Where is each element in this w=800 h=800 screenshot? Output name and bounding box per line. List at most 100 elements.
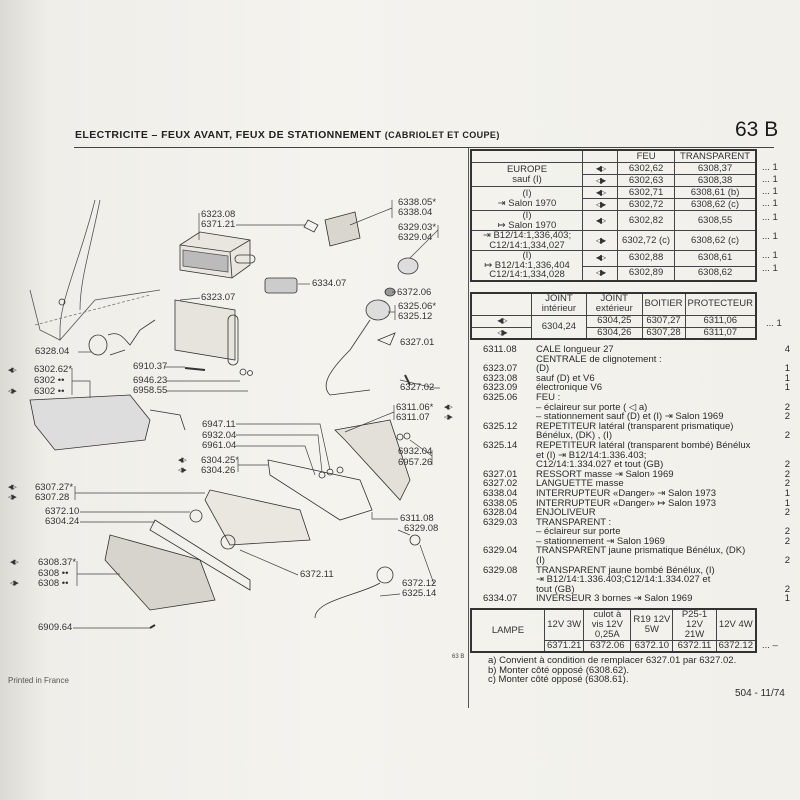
qty: ... 1 — [762, 162, 778, 173]
right-side-icon: ◁▶ — [178, 467, 187, 474]
part-label: 6323.08 — [201, 209, 236, 220]
feu-ref: 6302,88 — [616, 250, 676, 267]
part-code: 6325.14 — [483, 439, 518, 451]
part-qty: 1 — [784, 372, 790, 384]
footnote: b) Monter côté opposé (6308.62). — [488, 664, 630, 676]
part-description: LANGUETTE masse — [536, 478, 624, 490]
part-label: 6329.04 — [398, 232, 433, 243]
page-number: 63 B — [735, 118, 779, 141]
qty: ... 1 — [766, 318, 782, 329]
col-transparent: TRANSPARENT — [674, 149, 757, 163]
left-side-icon: ◀▷ — [444, 404, 453, 411]
part-description: – éclaireur sur porte ( ◁ a) — [536, 401, 648, 413]
cell: 6311,07 — [684, 326, 757, 340]
lamp-lens-6308 — [104, 534, 216, 611]
part-label: 6947.11 — [202, 419, 236, 430]
right-side-icon: ◁▶ — [8, 494, 17, 501]
gasket — [267, 459, 373, 521]
part-label: 6338.04 — [398, 207, 433, 218]
part-qty: 1 — [784, 497, 790, 509]
list-item: ⇥ B12/14:1.336.403;C12/14:1.334.027 et — [470, 575, 800, 585]
right-side-icon: ◁▶ — [582, 230, 618, 251]
list-item: tout (GB) 2 — [470, 585, 800, 595]
part-description: et (I) ⇥ B12/14:1.336.403; — [536, 449, 647, 461]
lamp-ref: 6372.06 — [583, 640, 632, 653]
part-qty: 2 — [784, 583, 790, 595]
part-description: RESSORT masse ⇥ Salon 1969 — [536, 468, 674, 480]
transparent-ref: 6308,61 — [674, 250, 757, 267]
footnotes: a) Convient à condition de remplacer 632… — [488, 656, 736, 685]
lamp-table: LAMPE 12V 3W culot à vis 12V 0,25A R19 1… — [470, 608, 757, 653]
part-label: 6304.26 — [201, 465, 236, 476]
part-description: tout (GB) — [536, 583, 575, 595]
part-label: 6334.07 — [312, 278, 347, 289]
qty: ... 1 — [762, 250, 778, 261]
part-qty: 1 — [784, 487, 790, 499]
label-line: EUROPE — [506, 164, 548, 175]
part-label: 6910.37 — [133, 361, 168, 372]
col-joint-exterieur: JOINT extérieur — [586, 292, 643, 316]
part-label: 6325.14 — [402, 588, 437, 599]
column-divider — [468, 148, 469, 708]
col-protecteur: PROTECTEUR — [684, 292, 757, 316]
transparent-ref: 6308,62 (c) — [674, 230, 757, 251]
label-line: ↦ B12/14:1,336,404 — [484, 259, 570, 271]
footnote: c) Monter côté opposé (6308.61). — [488, 674, 629, 685]
part-code: 6338.04 — [483, 487, 518, 499]
qty: ... – — [762, 640, 778, 651]
part-description: ENJOLIVEUR — [536, 507, 596, 519]
list-item: – éclaireur sur porte ( ◁ a)2 — [470, 401, 800, 413]
part-label: 6308.37* — [38, 557, 77, 568]
part-label: 6311.07 — [396, 412, 430, 423]
part-description: – éclaireur sur porte — [536, 526, 621, 538]
part-label: 6307.27* — [35, 482, 74, 493]
hazard-switch — [324, 211, 361, 247]
header-divider — [74, 147, 774, 148]
qty: ... 1 — [762, 186, 778, 197]
row-group-label: ⇥ B12/14:1,336,403;C12/14:1,334,027 — [470, 230, 583, 251]
part-qty: 2 — [784, 555, 790, 567]
part-code: 6328.04 — [483, 507, 518, 519]
part-code: 6329.08 — [483, 564, 518, 576]
part-description: REPETITEUR latéral (transparent prismati… — [536, 420, 734, 432]
part-label: 6302.62* — [34, 364, 73, 375]
lamp-spec: P25-1 12V 21W — [672, 608, 717, 641]
part-label: 6958.55 — [133, 385, 168, 396]
qty: ... 1 — [762, 174, 778, 185]
part-label: 6329.08 — [404, 523, 439, 534]
part-description: TRANSPARENT : — [536, 516, 612, 528]
part-qty: 2 — [784, 411, 790, 423]
cell: 6304,26 — [586, 326, 643, 340]
lamp-ref: 6371.21 — [543, 640, 585, 653]
part-description: INVERSEUR 3 bornes ⇥ Salon 1969 — [536, 593, 693, 605]
part-description: CALE longueur 27 — [536, 344, 614, 355]
right-side-icon: ◁▶ — [444, 414, 453, 421]
part-label: 6327.01 — [400, 337, 435, 348]
feu-ref: 6302,82 — [616, 210, 676, 231]
col-feu: FEU — [616, 149, 676, 163]
right-side-icon: ◁▶ — [470, 326, 532, 340]
enjoliveur-ring — [88, 334, 108, 356]
qty: ... 1 — [762, 212, 778, 223]
lamp-lens-6302 — [29, 394, 151, 451]
row-group-label: (I)↦ Salon 1970 — [470, 210, 583, 231]
part-label: 6304.25* — [201, 455, 240, 466]
printed-in: Printed in France — [8, 676, 69, 685]
part-code: 6329.03 — [483, 516, 518, 528]
part-qty: 2 — [784, 535, 790, 547]
part-label: 6308 •• — [38, 568, 69, 579]
part-label: 6325.06* — [398, 301, 437, 312]
part-description: ⇥ B12/14:1.336.403;C12/14:1.334.027 et — [536, 574, 711, 586]
lamp-spec: culot à vis 12V 0,25A — [583, 608, 632, 641]
part-code: 6327.02 — [483, 478, 518, 490]
part-label: 6372.10 — [45, 506, 80, 517]
part-label: 6338.05* — [398, 197, 437, 208]
feu-ref: 6302,72 (c) — [616, 230, 676, 251]
joint-interieur: 6304,24 — [530, 314, 588, 340]
document-reference: 504 - 11/74 — [735, 688, 785, 699]
